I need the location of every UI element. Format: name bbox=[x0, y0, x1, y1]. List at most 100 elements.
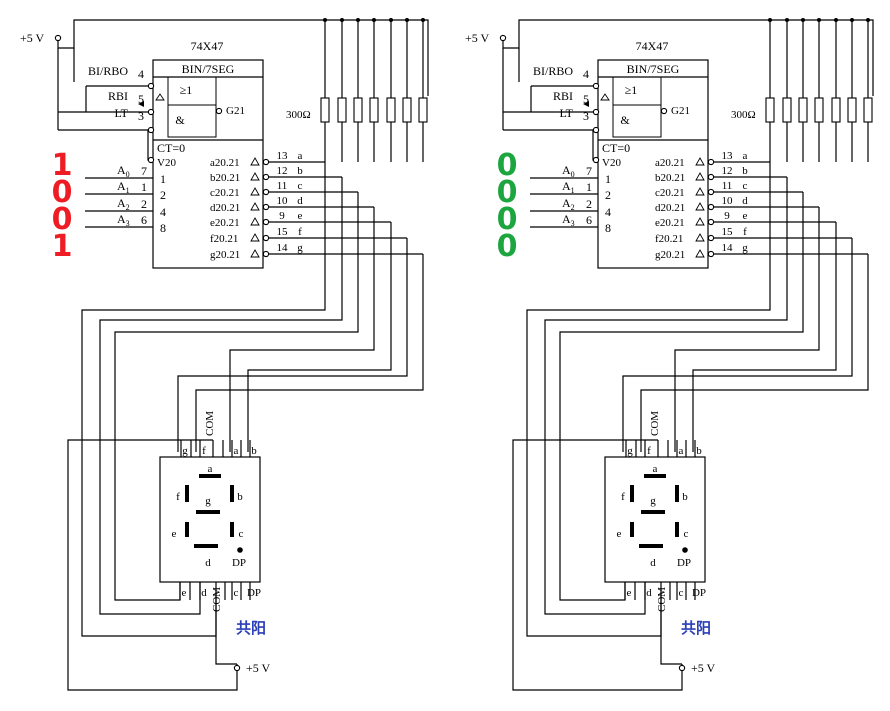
and-gate-symbol: & bbox=[620, 113, 630, 127]
output-pin-number: 9 bbox=[279, 210, 285, 222]
segment-label: f bbox=[176, 491, 180, 503]
input-weight: 2 bbox=[160, 188, 166, 202]
output-segment-label: f bbox=[298, 226, 302, 238]
segment-label: b bbox=[237, 491, 243, 503]
ct-label: CT=0 bbox=[157, 141, 185, 155]
arrow-icon bbox=[583, 101, 589, 107]
display-pin-label: b bbox=[251, 445, 257, 457]
display-pin-label: f bbox=[647, 445, 651, 457]
segment-label: g bbox=[205, 495, 211, 507]
output-segment-label: e bbox=[298, 210, 303, 222]
com-route bbox=[67, 439, 238, 691]
open-collector-symbol bbox=[250, 172, 260, 181]
control-pin-label: BI/RBO bbox=[533, 64, 573, 78]
seg-route bbox=[195, 254, 424, 452]
chip-function: BIN/7SEG bbox=[182, 62, 235, 76]
seg-route bbox=[99, 177, 343, 615]
decoder-chip bbox=[152, 59, 264, 269]
input-bit-digit: 0 bbox=[497, 148, 518, 183]
inversion-bubble bbox=[707, 250, 715, 258]
control-pin-number: 3 bbox=[583, 109, 589, 123]
or-gate-symbol: ≥1 bbox=[180, 83, 193, 97]
inversion-bubble bbox=[262, 218, 270, 226]
output-pin-number: 9 bbox=[724, 210, 730, 222]
output-pin-number: 11 bbox=[722, 180, 733, 192]
or-gate-symbol: ≥1 bbox=[625, 83, 638, 97]
input-weight: 2 bbox=[605, 188, 611, 202]
output-pin-number: 13 bbox=[722, 150, 734, 162]
resistor bbox=[418, 97, 428, 123]
chip-name: 74X47 bbox=[636, 39, 669, 53]
output-pin-number: 13 bbox=[277, 150, 289, 162]
common-anode-label: 共阳 bbox=[681, 619, 711, 637]
segment-label: a bbox=[653, 463, 658, 475]
segment-label: c bbox=[239, 528, 244, 540]
output-segment-label: a bbox=[298, 150, 303, 162]
junction-dot bbox=[785, 18, 789, 22]
input-bit-digit: 1 bbox=[52, 229, 73, 264]
resistor bbox=[402, 97, 412, 123]
arrow-icon bbox=[138, 101, 144, 107]
input-label: A3 bbox=[562, 212, 575, 228]
output-segment-label: a bbox=[743, 150, 748, 162]
inversion-bubble bbox=[592, 126, 600, 134]
display-pin-label: d bbox=[201, 587, 207, 599]
resistor bbox=[369, 97, 379, 123]
segment-label: a bbox=[208, 463, 213, 475]
junction-dot bbox=[866, 18, 870, 22]
display-pin-label: b bbox=[696, 445, 702, 457]
output-function-label: g20.21 bbox=[210, 249, 240, 261]
input-label: A1 bbox=[562, 179, 575, 195]
vcc-rail bbox=[502, 19, 874, 96]
display-pin-label: a bbox=[234, 445, 239, 457]
junction-dot bbox=[405, 18, 409, 22]
inversion-bubble bbox=[707, 173, 715, 181]
segment-label: c bbox=[684, 528, 689, 540]
open-collector-symbol bbox=[250, 187, 260, 196]
common-anode-label: 共阳 bbox=[236, 619, 266, 637]
com-wire bbox=[215, 600, 237, 665]
inversion-bubble bbox=[262, 188, 270, 196]
input-label: A2 bbox=[117, 196, 130, 212]
inversion-bubble bbox=[215, 107, 223, 115]
input-weight: 4 bbox=[160, 205, 166, 219]
segment-label: f bbox=[621, 491, 625, 503]
display-pin-label: c bbox=[679, 587, 684, 599]
output-function-label: b20.21 bbox=[210, 172, 240, 184]
resistor bbox=[863, 97, 873, 123]
vcc-bottom-label: +5 V bbox=[246, 661, 271, 675]
inversion-bubble bbox=[147, 126, 155, 134]
output-segment-label: b bbox=[742, 165, 748, 177]
open-collector-symbol bbox=[695, 217, 705, 226]
control-pin-label: BI/RBO bbox=[88, 64, 128, 78]
resistor bbox=[353, 97, 363, 123]
output-function-label: a20.21 bbox=[210, 157, 240, 169]
output-function-label: f20.21 bbox=[655, 233, 683, 245]
seg-route bbox=[229, 207, 375, 452]
output-function-label: d20.21 bbox=[210, 202, 240, 214]
output-pin-number: 15 bbox=[722, 226, 734, 238]
display-pin-label-com: COM bbox=[204, 411, 216, 436]
display-pin-label-com: COM bbox=[211, 587, 223, 612]
segment-label: g bbox=[650, 495, 656, 507]
segment-label: b bbox=[682, 491, 688, 503]
open-drain-symbol bbox=[600, 93, 610, 101]
output-pin-number: 10 bbox=[277, 195, 289, 207]
display-pin-label-com: COM bbox=[649, 411, 661, 436]
resistor-value: 300Ω bbox=[731, 109, 756, 121]
chip-name: 74X47 bbox=[191, 39, 224, 53]
open-collector-symbol bbox=[695, 233, 705, 242]
input-weight: 8 bbox=[605, 221, 611, 235]
input-weight: 4 bbox=[605, 205, 611, 219]
input-label: A3 bbox=[117, 212, 130, 228]
control-pin-label: RBI bbox=[108, 89, 128, 103]
output-function-label: g20.21 bbox=[655, 249, 685, 261]
inversion-bubble bbox=[707, 234, 715, 242]
input-weight: 1 bbox=[160, 172, 166, 186]
resistor bbox=[798, 97, 808, 123]
inversion-bubble bbox=[147, 108, 155, 116]
input-pin-number: 2 bbox=[586, 197, 592, 211]
inversion-bubble bbox=[592, 82, 600, 90]
input-pin-number: 7 bbox=[586, 164, 592, 178]
